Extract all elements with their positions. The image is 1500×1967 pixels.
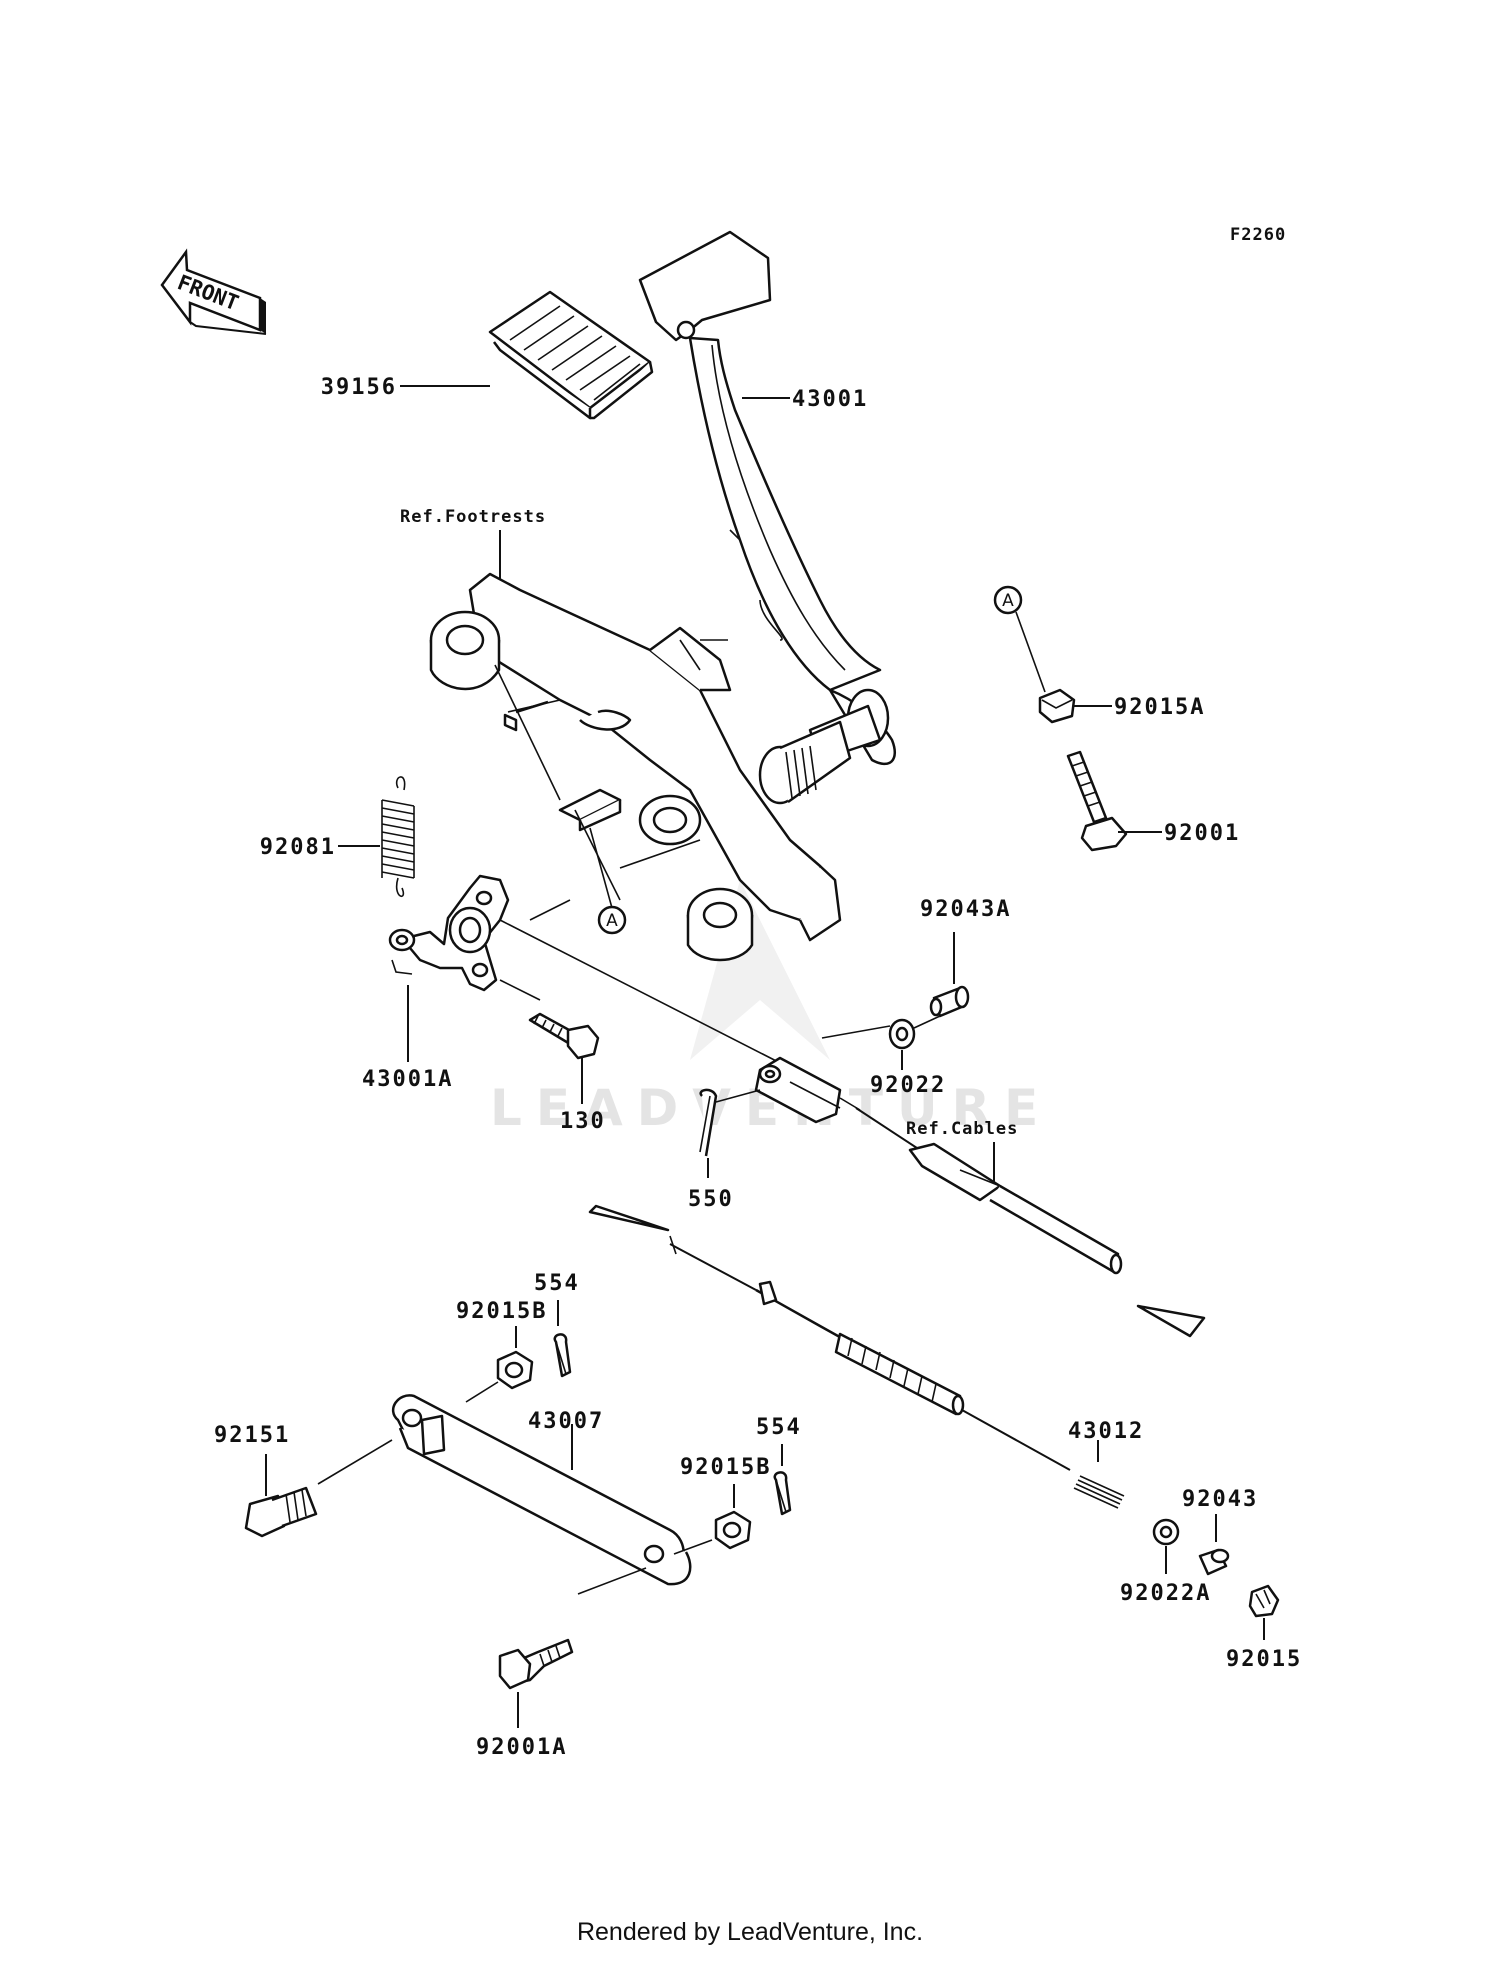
label-92081: 92081 — [260, 835, 336, 860]
label-550: 550 — [688, 1187, 734, 1212]
nut-92015B-lower — [714, 1510, 752, 1550]
bolt-92001 — [1066, 750, 1128, 852]
label-92001A: 92001A — [476, 1735, 567, 1760]
label-92015A: 92015A — [1114, 695, 1205, 720]
washer-92022A — [1152, 1518, 1180, 1546]
label-ref-footrests: Ref.Footrests — [400, 507, 546, 527]
ref-circle-a-top — [993, 585, 1023, 615]
return-spring-92081 — [381, 776, 415, 898]
bolt-92001A — [498, 1638, 574, 1690]
rod-43007 — [391, 1394, 692, 1586]
figure-code: F2260 — [1230, 225, 1286, 245]
bolt-92151 — [244, 1486, 318, 1538]
brake-pedal-arm — [638, 230, 897, 805]
label-39156: 39156 — [321, 375, 397, 400]
ref-circle-a-mid — [597, 905, 627, 935]
label-43001A: 43001A — [362, 1067, 453, 1092]
pin-92043A — [929, 985, 970, 1018]
pin-554-lower — [773, 1471, 792, 1516]
label-554-upper: 554 — [534, 1271, 580, 1296]
washer-92022 — [888, 1018, 916, 1050]
label-ref-cables: Ref.Cables — [906, 1119, 1018, 1139]
label-92043A: 92043A — [920, 897, 1011, 922]
footrest-bracket — [429, 572, 842, 962]
label-130: 130 — [560, 1109, 606, 1134]
front-arrow-icon: FRONT — [160, 248, 267, 335]
label-92022A: 92022A — [1120, 1581, 1211, 1606]
label-92015: 92015 — [1226, 1647, 1302, 1672]
label-92022: 92022 — [870, 1073, 946, 1098]
label-554-lower: 554 — [756, 1415, 802, 1440]
label-92015B-lower: 92015B — [680, 1455, 771, 1480]
label-43001: 43001 — [792, 387, 868, 412]
label-92015B-upper: 92015B — [456, 1299, 547, 1324]
footer-credit: Rendered by LeadVenture, Inc. — [577, 1918, 923, 1946]
cable-clevis — [754, 1056, 1123, 1275]
bolt-130 — [528, 1012, 600, 1060]
pin-554-upper — [553, 1333, 572, 1378]
lever-43001A — [388, 874, 510, 992]
ref-circle-a-top-label: A — [1002, 591, 1014, 611]
ref-circle-a-mid-label: A — [606, 911, 618, 931]
label-43012: 43012 — [1068, 1419, 1144, 1444]
nut-92015A — [1038, 688, 1076, 724]
cotter-pin-550 — [699, 1088, 761, 1157]
nut-92015 — [1248, 1584, 1280, 1618]
pedal-pad-rubber — [488, 290, 654, 420]
collar-92043 — [1198, 1548, 1230, 1576]
nut-92015B-upper — [496, 1350, 534, 1390]
label-92151: 92151 — [214, 1423, 290, 1448]
label-92001: 92001 — [1164, 821, 1240, 846]
label-43007: 43007 — [528, 1409, 604, 1434]
inner-cable-43012 — [669, 1235, 1125, 1509]
label-92043: 92043 — [1182, 1487, 1258, 1512]
